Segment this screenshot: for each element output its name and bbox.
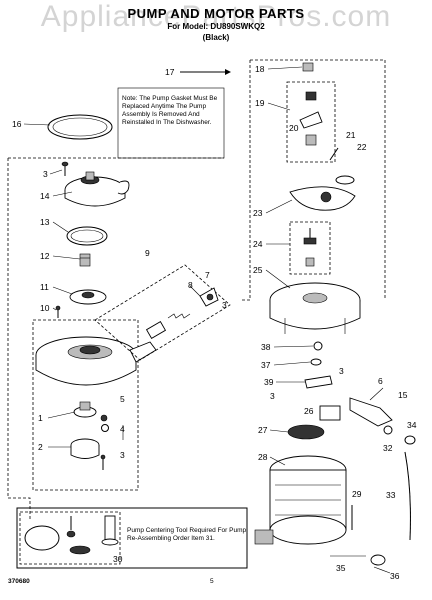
callout-13: 13 (40, 217, 50, 227)
callout-3b: 3 (222, 300, 227, 310)
callout-17: 17 (165, 67, 175, 77)
document-number: 370680 (8, 578, 30, 585)
callout-24: 24 (253, 239, 263, 249)
small-washer (100, 414, 109, 432)
chopper-housing (70, 438, 100, 459)
impeller-nut (79, 253, 91, 267)
bearing-parts (299, 91, 323, 146)
callout-30: 30 (113, 554, 123, 564)
shaft-parts (303, 228, 317, 267)
color-line: (Black) (202, 33, 230, 42)
kit-parts (24, 515, 119, 555)
mounting-bracket (289, 186, 356, 211)
callout-12: 12 (40, 251, 50, 261)
motor-frame-left (240, 60, 251, 301)
motor-clip (302, 62, 314, 72)
kit-inner-box (19, 511, 121, 565)
callout-11: 11 (40, 282, 49, 292)
callout-3e: 3 (339, 366, 344, 376)
motor-cover (269, 282, 361, 334)
callout-2: 2 (38, 442, 43, 452)
callout-34: 34 (407, 420, 417, 430)
pump-gasket-ring (47, 114, 113, 140)
callout-28: 28 (258, 452, 268, 462)
lower-impeller (73, 401, 97, 418)
callout-26: 26 (304, 406, 314, 416)
callout-9: 9 (145, 248, 150, 258)
callout-4: 4 (120, 424, 125, 434)
motor-disk (287, 424, 325, 440)
callout-1: 1 (38, 413, 43, 423)
shaft-group-box (289, 221, 331, 275)
pump-frame (32, 319, 139, 491)
motor-block (319, 405, 341, 421)
callout-5: 5 (120, 394, 125, 404)
page-number: 5 (210, 578, 214, 585)
screw-part (61, 161, 69, 176)
small-screw (55, 305, 61, 318)
callout-18: 18 (255, 64, 265, 74)
callout-38: 38 (261, 342, 271, 352)
callout-32: 32 (383, 443, 393, 453)
pump-housing (35, 336, 157, 386)
seal-and-screw (329, 147, 355, 185)
callout-37: 37 (261, 360, 271, 370)
left-frame-line (7, 158, 31, 520)
pump-centering-tool-note: Pump Centering Tool Required For Pump Re… (127, 527, 247, 542)
callout-8: 8 (188, 280, 193, 290)
callout-20: 20 (289, 123, 299, 133)
callout-3d: 3 (270, 391, 275, 401)
pump-cover (64, 171, 130, 207)
arrow-head (225, 69, 231, 75)
callout-14: 14 (40, 191, 50, 201)
seal-ring (66, 226, 108, 246)
kit-box (16, 507, 248, 569)
callout-25: 25 (253, 265, 263, 275)
callout-33: 33 (386, 490, 396, 500)
model-line: For Model: DU890SWKQ2 (167, 22, 265, 31)
callout-35: 35 (336, 563, 346, 573)
motor-bottom-parts (330, 554, 386, 566)
callout-16: 16 (12, 119, 22, 129)
callout-3c: 3 (120, 450, 125, 460)
hose-assembly (349, 397, 416, 541)
callout-7: 7 (205, 270, 210, 280)
leader-lines (23, 66, 391, 574)
callout-6: 6 (378, 376, 383, 386)
callout-29: 29 (352, 489, 362, 499)
impeller (69, 289, 107, 305)
callout-10: 10 (40, 303, 50, 313)
small-parts-stack (304, 341, 333, 389)
pump-motor (254, 455, 347, 545)
motor-frame-top (250, 59, 386, 300)
callout-36: 36 (390, 571, 400, 581)
callout-39: 39 (264, 377, 274, 387)
diagram-title: PUMP AND MOTOR PARTS (127, 6, 305, 21)
callout-22: 22 (357, 142, 367, 152)
callout-23: 23 (253, 208, 263, 218)
callout-27: 27 (258, 425, 268, 435)
valve-assembly (94, 264, 231, 361)
callout-3a: 3 (43, 169, 48, 179)
pump-gasket-note: Note: The Pump Gasket Must Be Replaced A… (122, 95, 218, 126)
callout-19: 19 (255, 98, 265, 108)
callout-15: 15 (398, 390, 408, 400)
callout-21: 21 (346, 130, 356, 140)
bearing-group-box (286, 81, 336, 163)
lower-screws (100, 425, 124, 470)
